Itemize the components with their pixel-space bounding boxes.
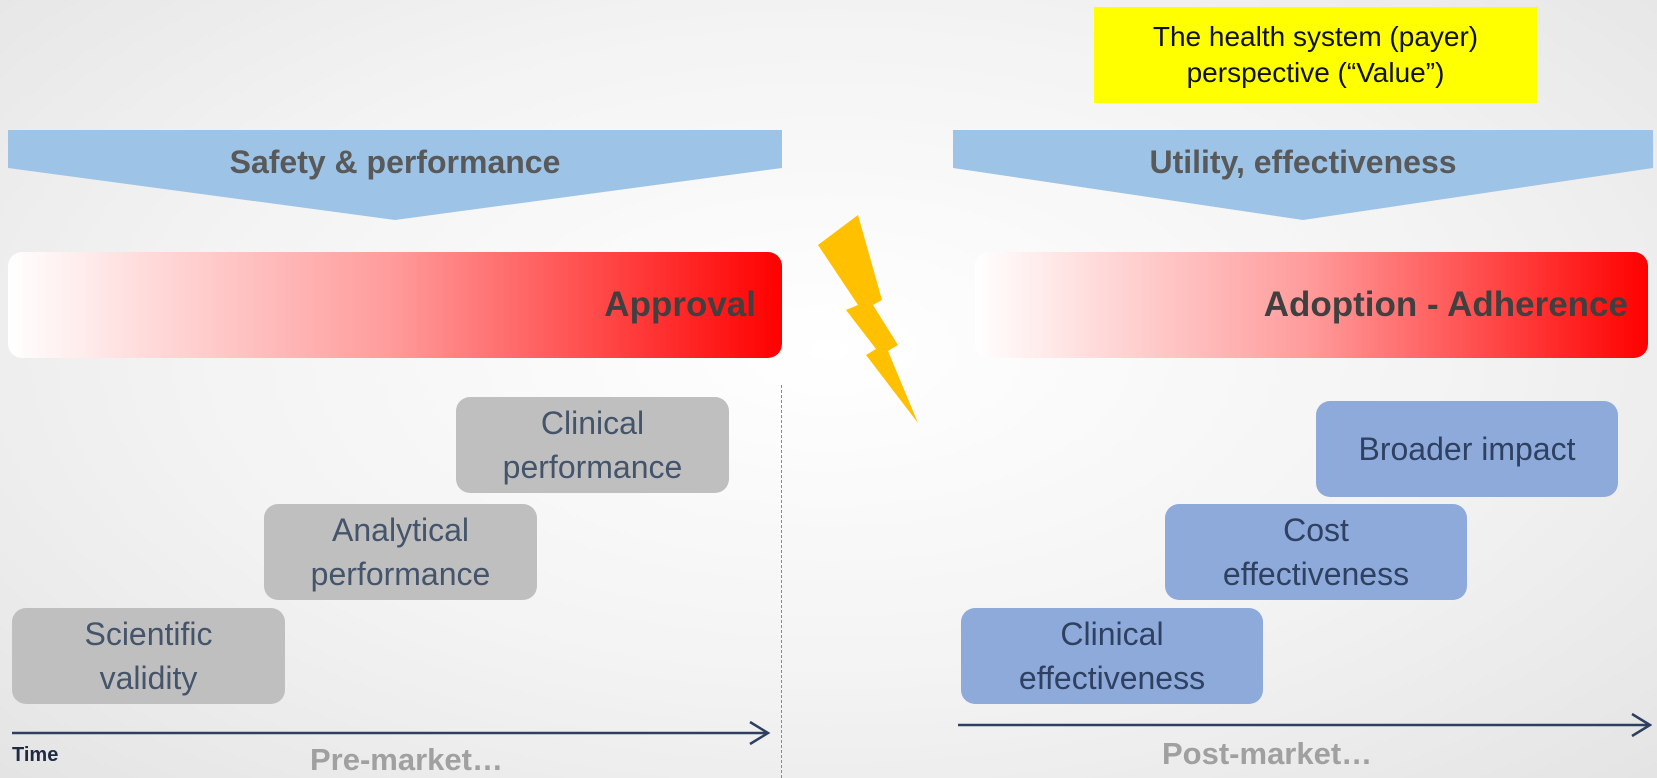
- payer-perspective-callout: The health system (payer) perspective (“…: [1094, 7, 1537, 103]
- right-banner-label: Utility, effectiveness: [1149, 143, 1457, 180]
- approval-phase-bar: Approval: [8, 252, 782, 358]
- pre-market-label: Pre-market…: [310, 742, 503, 777]
- clinical-effectiveness-box: Clinical effectiveness: [961, 608, 1263, 704]
- analytical-performance-box: Analytical performance: [264, 504, 537, 600]
- clinical-performance-box: Clinical performance: [456, 397, 729, 493]
- lightning-bolt-icon: [818, 215, 918, 423]
- broader-impact-box: Broader impact: [1316, 401, 1618, 497]
- adoption-label: Adoption - Adherence: [1263, 285, 1628, 324]
- time-axis-label: Time: [12, 744, 59, 766]
- post-market-label: Post-market…: [1162, 736, 1373, 771]
- right-banner-chevron: [953, 130, 1653, 220]
- pre-market-time-arrow: [12, 720, 771, 746]
- post-market-time-arrow: [958, 712, 1652, 738]
- left-banner-chevron: [8, 130, 782, 220]
- scientific-validity-box: Scientific validity: [12, 608, 285, 704]
- adoption-phase-bar: Adoption - Adherence: [975, 252, 1648, 358]
- cost-effectiveness-box: Cost effectiveness: [1165, 504, 1467, 600]
- market-divider-line: [781, 385, 782, 778]
- approval-label: Approval: [604, 285, 756, 324]
- left-banner-label: Safety & performance: [229, 143, 561, 180]
